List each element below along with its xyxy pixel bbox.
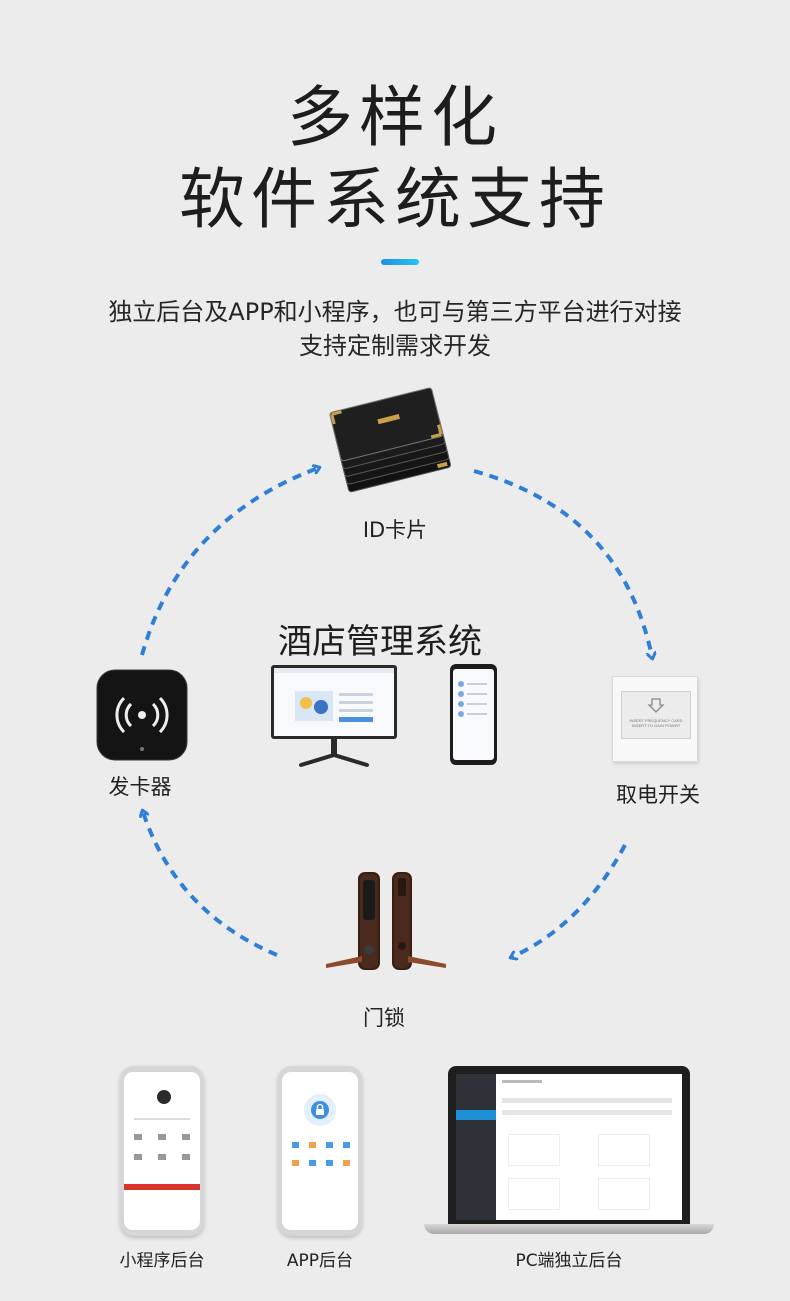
sidebar-active-item bbox=[456, 1110, 496, 1120]
door-lock-icon bbox=[326, 872, 446, 970]
lock-icon bbox=[311, 1101, 329, 1119]
title-line-1: 多样化 bbox=[287, 79, 503, 156]
mini-program-phone bbox=[120, 1066, 204, 1236]
arrow-lock-to-issuer bbox=[143, 812, 278, 957]
arrow-down-icon bbox=[647, 698, 665, 713]
laptop-screen-frame bbox=[448, 1066, 690, 1224]
app-screen bbox=[282, 1072, 358, 1230]
mini-program-screen bbox=[124, 1072, 200, 1230]
card-issuer-icon bbox=[96, 669, 188, 761]
label-door-lock: 门锁 bbox=[363, 1006, 405, 1030]
arrow-switch-to-lock bbox=[512, 844, 627, 957]
phone-icon bbox=[450, 664, 497, 765]
lock-circle bbox=[304, 1094, 336, 1126]
label-app: APP后台 bbox=[286, 1251, 354, 1271]
avatar bbox=[157, 1090, 171, 1104]
laptop-screen bbox=[456, 1074, 682, 1220]
id-card-stack-icon bbox=[329, 387, 451, 493]
sidebar-menu bbox=[456, 1074, 496, 1220]
title-line-2: 软件系统支持 bbox=[179, 161, 611, 238]
label-mini-program: 小程序后台 bbox=[119, 1251, 205, 1271]
power-switch-plate: INSERT FREQUENCY CARD INSERT TO GAIN POW… bbox=[612, 676, 698, 762]
arrow-issuer-to-card bbox=[140, 468, 318, 656]
center-title: 酒店管理系统 bbox=[278, 622, 482, 662]
label-card-issuer: 发卡器 bbox=[108, 775, 172, 799]
arrow-card-to-switch bbox=[473, 469, 652, 657]
label-pc: PC端独立后台 bbox=[515, 1251, 623, 1271]
accent-bar bbox=[381, 259, 419, 265]
monitor-icon bbox=[271, 665, 397, 767]
app-phone bbox=[278, 1066, 362, 1236]
label-id-card: ID卡片 bbox=[362, 518, 428, 542]
laptop-base bbox=[424, 1224, 714, 1234]
card-slot: INSERT FREQUENCY CARD INSERT TO GAIN POW… bbox=[621, 691, 691, 739]
subtitle-line-2: 支持定制需求开发 bbox=[299, 332, 491, 360]
subtitle-line-1: 独立后台及APP和小程序，也可与第三方平台进行对接 bbox=[108, 298, 682, 326]
red-action-bar bbox=[124, 1184, 200, 1190]
switch-text: INSERT FREQUENCY CARD INSERT TO GAIN POW… bbox=[629, 718, 683, 728]
label-power-switch: 取电开关 bbox=[616, 783, 700, 807]
